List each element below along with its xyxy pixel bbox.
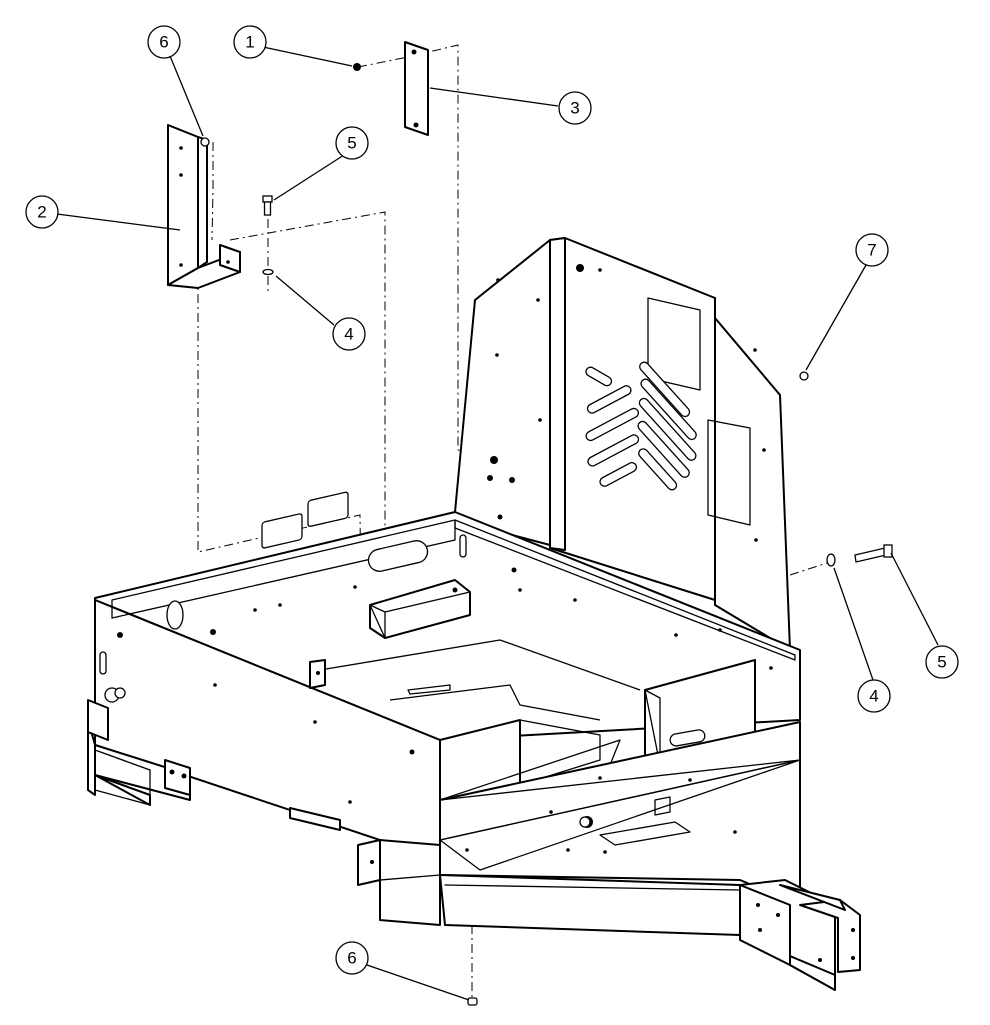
callout-1: 1 [233, 25, 267, 59]
callout-5-right: 5 [925, 645, 959, 679]
callout-6-top: 6 [147, 25, 181, 59]
callout-4-top-label: 4 [344, 325, 353, 344]
callout-3: 3 [558, 91, 592, 125]
part-3-plate [404, 41, 429, 136]
callout-4-right: 4 [857, 679, 891, 713]
callout-6-bottom: 6 [335, 941, 369, 975]
part-5-bolt-top [262, 195, 273, 216]
callout-4-right-label: 4 [869, 687, 878, 706]
callout-3-label: 3 [570, 99, 579, 118]
vent-slots [585, 361, 697, 491]
part-4-washer-right [826, 553, 836, 567]
callout-7-label: 7 [867, 241, 876, 260]
part-2-bracket [167, 124, 241, 289]
lower-frame [87, 699, 861, 991]
callout-4-top: 4 [332, 317, 366, 351]
callout-6-bottom-label: 6 [347, 949, 356, 968]
part-6-nut-top [200, 137, 210, 147]
chassis-box [94, 491, 801, 861]
callout-5-top: 5 [335, 126, 369, 160]
part-5-bolt-right [854, 544, 893, 563]
callout-1-label: 1 [245, 33, 254, 52]
part-6-nut-bottom [467, 997, 478, 1006]
part-4-washer-top [262, 268, 274, 276]
part-1-nut [353, 63, 361, 71]
callout-2: 2 [25, 195, 59, 229]
callout-5-top-label: 5 [347, 134, 356, 153]
callout-6-top-label: 6 [159, 33, 168, 52]
part-7-screw [799, 371, 809, 381]
callout-7: 7 [855, 233, 889, 267]
callout-2-label: 2 [37, 203, 46, 222]
leader-lines [56, 46, 939, 1001]
callout-5-right-label: 5 [937, 653, 946, 672]
rear-panel [454, 237, 791, 651]
